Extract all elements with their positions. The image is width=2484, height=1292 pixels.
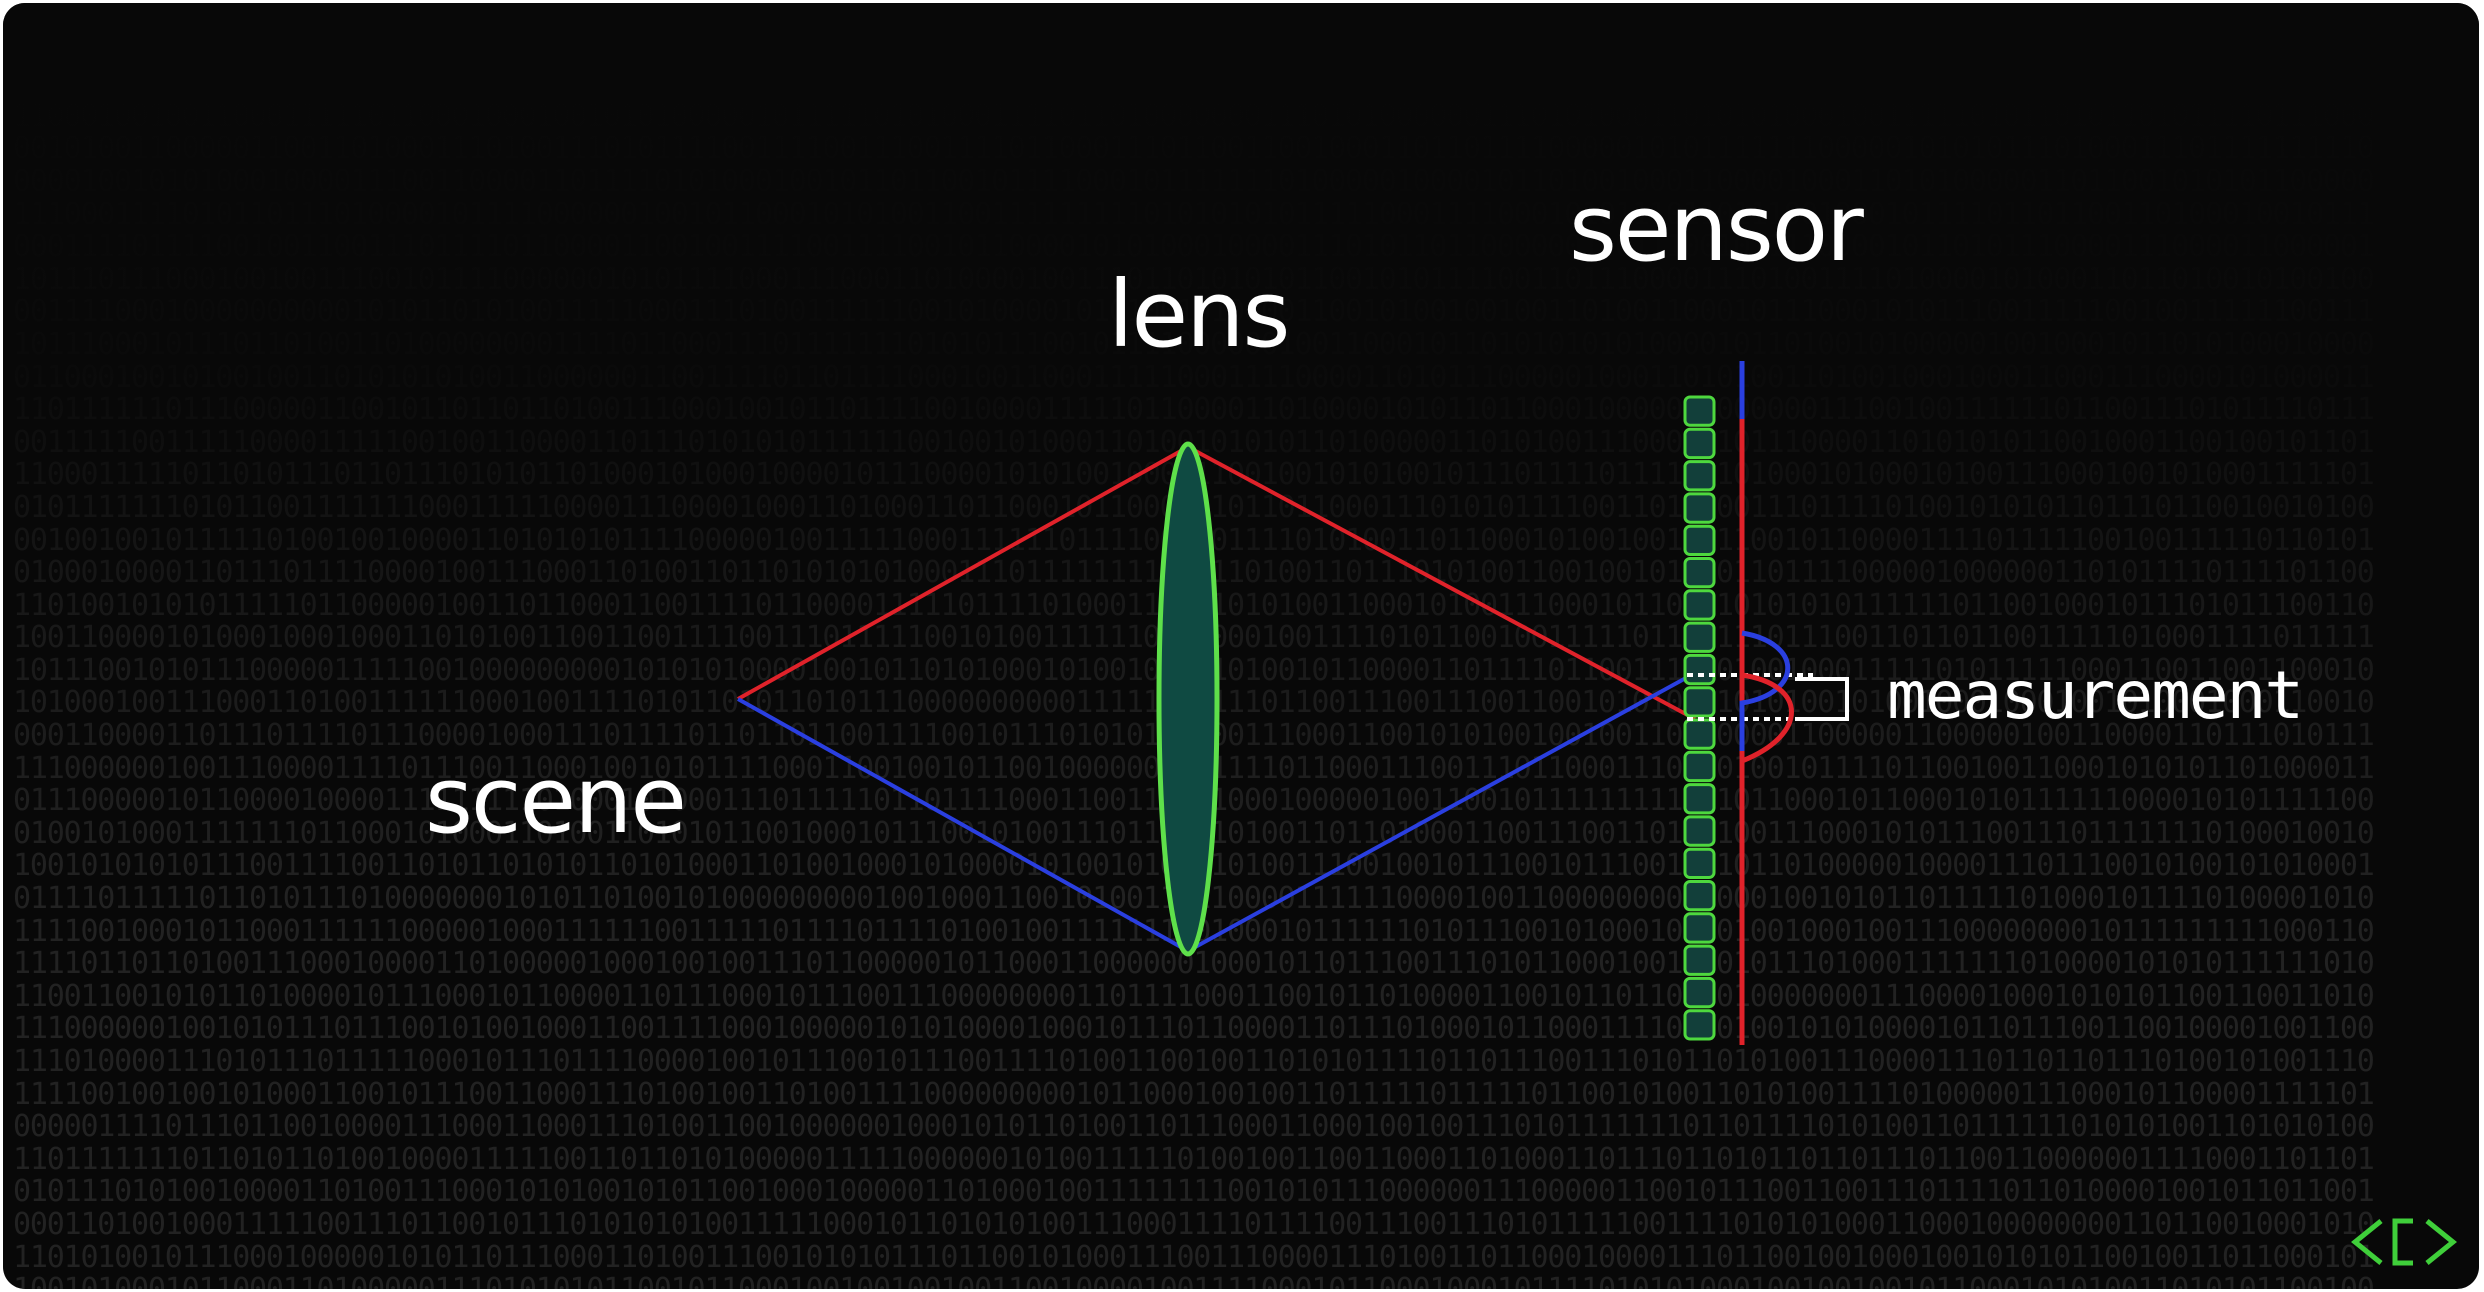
sensor-pixel xyxy=(1683,589,1716,621)
code-brackets-logo-icon xyxy=(2351,1218,2457,1266)
sensor-pixel xyxy=(1683,783,1716,815)
ray-lens-to-sensor-red xyxy=(1187,445,1696,721)
sensor-pixel xyxy=(1683,750,1716,783)
ray-lens-to-sensor-blue xyxy=(1187,671,1696,953)
sensor-pixel xyxy=(1683,653,1716,686)
sensor-response-red-bump xyxy=(1741,672,1794,764)
sensor-pixel xyxy=(1683,557,1716,589)
ray-scene-to-lens-top xyxy=(737,445,1189,701)
background-fade xyxy=(3,3,2479,1289)
lens-label: lens xyxy=(1108,261,1290,368)
sensor-pixel xyxy=(1683,944,1716,976)
sensor-pixel xyxy=(1683,718,1716,750)
measurement-label: measurement xyxy=(1887,657,2304,734)
sensor-response-blue-bump xyxy=(1739,630,1791,751)
sensor-pixel-column xyxy=(1683,395,1716,1041)
sensor-pixel xyxy=(1683,686,1716,718)
measurement-bracket xyxy=(1795,677,1849,721)
diagram-canvas: 1011110111101010011100100011001000011010… xyxy=(3,3,2479,1289)
sensor-pixel xyxy=(1683,976,1716,1009)
sensor-pixel xyxy=(1683,460,1716,492)
ray-scene-to-lens-bottom xyxy=(737,697,1189,953)
sensor-pixel xyxy=(1683,912,1716,944)
sensor-pixel xyxy=(1683,847,1716,880)
scene-label: scene xyxy=(425,747,687,854)
sensor-pixel xyxy=(1683,1009,1716,1041)
sensor-pixel xyxy=(1683,427,1716,460)
sensor-label: sensor xyxy=(1569,175,1864,282)
sensor-pixel xyxy=(1683,621,1716,653)
lens-shape xyxy=(1156,441,1220,957)
sensor-pixel xyxy=(1683,395,1716,427)
optics-diagram xyxy=(737,361,1849,1045)
sensor-pixel xyxy=(1683,815,1716,847)
sensor-pixel xyxy=(1683,492,1716,524)
sensor-pixel xyxy=(1683,880,1716,912)
sensor-pixel xyxy=(1683,524,1716,557)
